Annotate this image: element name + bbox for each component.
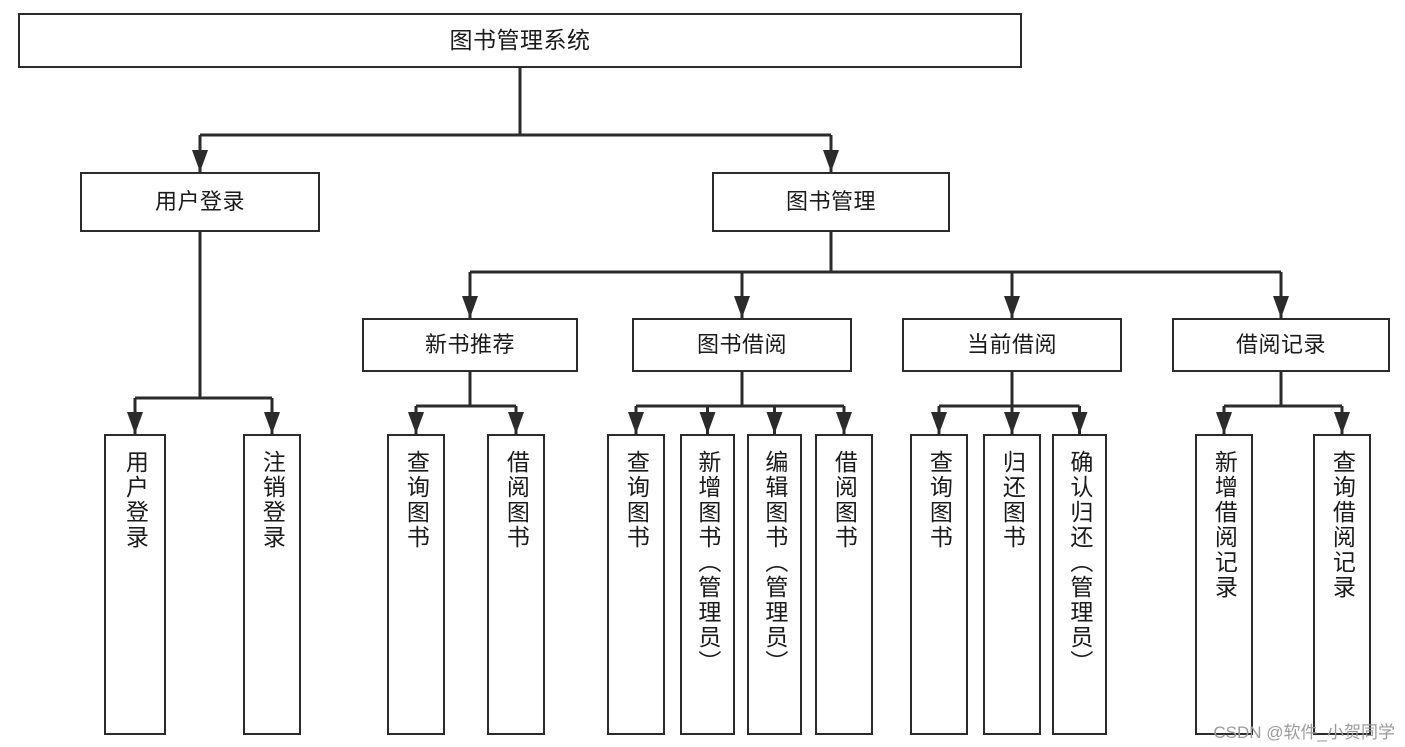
node-leaf-10[interactable]: 归还图书 <box>983 434 1041 735</box>
node-leaf-11[interactable]: 确认归还（管理员） <box>1052 434 1107 735</box>
node-label: 借阅记录 <box>1235 331 1326 357</box>
node-leaf-9[interactable]: 查询图书 <box>910 434 968 735</box>
node-leaf-5[interactable]: 查询图书 <box>607 434 665 735</box>
node-label: 确认归还（管理员） <box>1066 450 1093 675</box>
node-leaf-13[interactable]: 查询借阅记录 <box>1313 434 1371 735</box>
node-records[interactable]: 借阅记录 <box>1172 318 1390 372</box>
node-leaf-2[interactable]: 注销登录 <box>243 434 301 735</box>
node-label: 借阅图书 <box>831 450 858 550</box>
node-label: 注销登录 <box>259 450 286 550</box>
node-label: 新书推荐 <box>424 331 515 357</box>
node-label: 当前借阅 <box>966 331 1057 357</box>
node-label: 图书管理 <box>785 188 876 214</box>
node-leaf-8[interactable]: 借阅图书 <box>815 434 873 735</box>
node-label: 查询图书 <box>403 450 430 550</box>
node-leaf-4[interactable]: 借阅图书 <box>487 434 545 735</box>
node-label: 用户登录 <box>122 450 149 550</box>
node-newbook[interactable]: 新书推荐 <box>362 318 578 372</box>
node-label: 编辑图书（管理员） <box>761 450 788 675</box>
node-label: 归还图书 <box>999 450 1026 550</box>
node-label: 用户登录 <box>154 188 245 214</box>
root-node[interactable]: 图书管理系统 <box>18 13 1022 68</box>
watermark: CSDN @软件_小贺同学 <box>1213 723 1395 742</box>
node-borrow[interactable]: 图书借阅 <box>632 318 852 372</box>
node-leaf-1[interactable]: 用户登录 <box>104 434 166 735</box>
node-label: 查询图书 <box>623 450 650 550</box>
node-label: 借阅图书 <box>503 450 530 550</box>
node-leaf-6[interactable]: 新增图书（管理员） <box>680 434 735 735</box>
node-bookmgmt[interactable]: 图书管理 <box>712 172 950 232</box>
node-label: 图书借阅 <box>696 331 787 357</box>
node-label: 查询借阅记录 <box>1329 450 1356 600</box>
node-current[interactable]: 当前借阅 <box>902 318 1122 372</box>
node-leaf-3[interactable]: 查询图书 <box>387 434 445 735</box>
node-label: 新增借阅记录 <box>1211 450 1238 600</box>
node-login[interactable]: 用户登录 <box>80 172 320 232</box>
node-label: 查询图书 <box>926 450 953 550</box>
node-leaf-7[interactable]: 编辑图书（管理员） <box>747 434 802 735</box>
node-leaf-12[interactable]: 新增借阅记录 <box>1195 434 1253 735</box>
node-label: 新增图书（管理员） <box>694 450 721 675</box>
node-label: 图书管理系统 <box>449 27 591 54</box>
